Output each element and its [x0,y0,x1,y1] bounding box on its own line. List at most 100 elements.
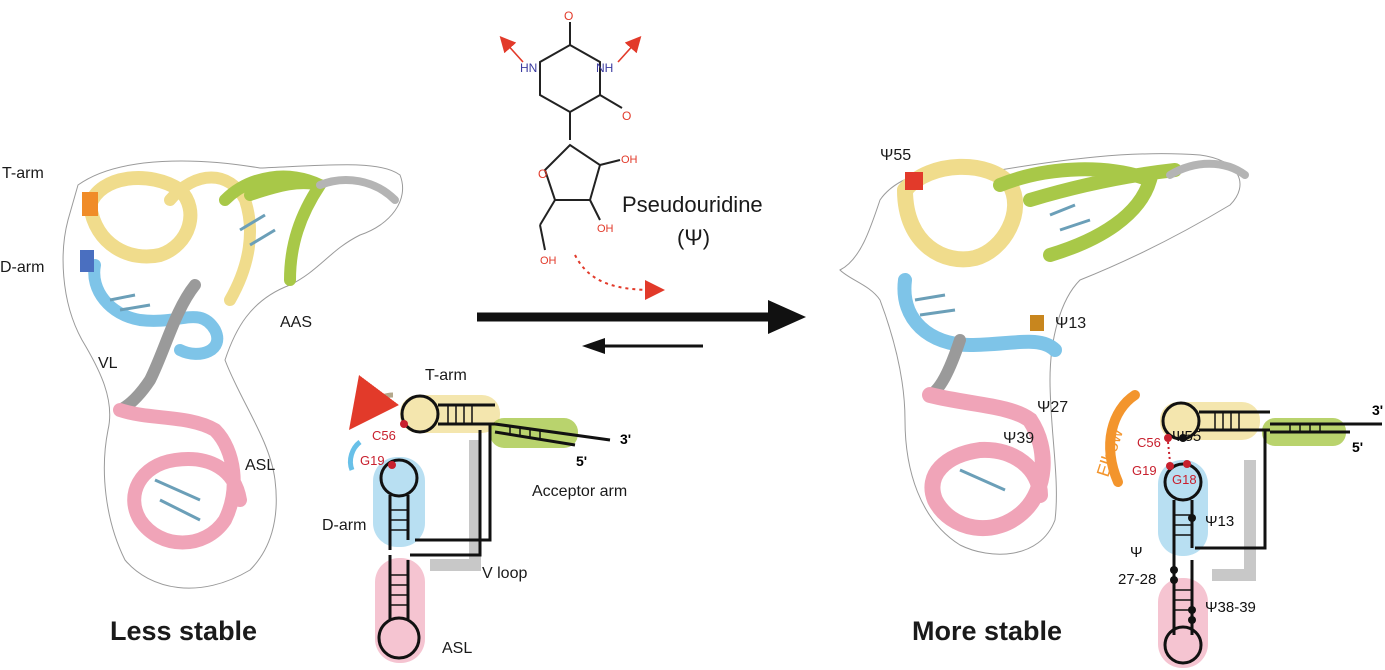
backbone-connector-left [415,424,492,542]
caption-less-stable: Less stable [110,616,257,646]
label-d-arm-left: D-arm [0,259,44,276]
schematic-label-psi38-39: Ψ38-39 [1205,599,1256,616]
highlight-orange-left [82,192,98,216]
schematic-label-5prime-right: 5' [1352,439,1363,455]
molecule-atom-labels: O HN NH O O OH OH OH [520,9,638,267]
atom-nh-left: HN [520,61,537,75]
schematic-label-acceptor-arm-left: Acceptor arm [532,483,627,500]
caption-more-stable: More stable [912,616,1062,646]
schematic-asl-bg-right [1158,578,1208,668]
schematic-rungs-left [390,405,541,606]
equilibrium-arrows [477,300,806,354]
schematic-label-elbow: Elbow [1093,425,1127,479]
label-psi27-structure: Ψ27 [1037,399,1068,416]
reverse-arrow-head [582,338,605,354]
c4-c5-bond [539,199,556,226]
dotted-red-arrow [574,254,665,300]
d-arm-ribbon-left [88,259,224,360]
schematic-d-arm-bg-right [1158,460,1208,556]
c5-o-bond [539,224,546,251]
schematic-label-3prime-right: 3' [1372,402,1383,418]
c56-g19-dotted-link [1167,441,1171,463]
schematic-label-asl-left: ASL [442,640,472,657]
psi13-dot-right [1188,514,1196,522]
nh-direction-arrows [499,36,642,63]
molecule-name: Pseudouridine [622,192,763,217]
trna-schematic-left: T-arm C56 G19 3' 5' Acceptor arm D-arm V… [322,367,631,663]
forward-arrow-head [768,300,806,334]
schematic-label-t-arm-left: T-arm [425,367,467,384]
carbonyl-right [599,94,623,109]
density-envelope-left [62,160,404,589]
schematic-label-5prime-left: 5' [576,453,587,469]
base-sticks-right [914,203,1091,492]
schematic-label-psi13-right: Ψ13 [1205,513,1234,530]
schematic-vloop-shadow-left [430,440,481,571]
d-arm-ribbon-right [897,273,1062,357]
asl-loop-circle-right [1163,625,1203,665]
label-aas-left: AAS [280,314,312,331]
trna-structure-left: T-arm D-arm AAS VL ASL Less stable [0,160,404,646]
atom-o-ring: O [538,167,547,181]
backbone-connector-right [1195,430,1267,550]
t-loop-circle-left [400,394,440,434]
label-psi55-structure: Ψ55 [880,147,911,164]
d-loop-circle-left [379,458,419,498]
variable-loop-ribbon-left [114,279,201,416]
asl-loop-circle-left [377,616,421,660]
arrow-nh-right [617,36,642,63]
label-psi13-structure: Ψ13 [1055,315,1086,332]
label-t-arm-left: T-arm [2,165,44,182]
elbow-arc [1105,390,1140,487]
acceptor-lines-left [494,422,611,447]
curved-arrow-tan-left [348,374,400,430]
schematic-label-3prime-left: 3' [620,431,631,447]
pseudouridine-molecule [539,22,623,251]
acceptor-tip-ribbon-right [1166,159,1249,179]
atom-oh-1: OH [621,154,638,166]
acceptor-stem-ribbon-right [993,162,1182,262]
atom-o-right: O [622,109,631,123]
psi13-highlight [1030,315,1044,331]
oh-bond-1 [599,159,621,166]
g18-dot-right [1183,460,1191,468]
schematic-label-psi-27-28-line2: 27-28 [1118,571,1156,588]
d-stem-right [1172,500,1194,560]
schematic-label-c56-right: C56 [1137,435,1161,450]
highlight-blue-left [80,250,94,272]
schematic-label-c56-left: C56 [372,428,396,443]
trna-structure-right: Ψ55 Ψ13 Ψ27 Ψ39 More stable [839,147,1249,646]
t-arm-ribbon-left-2 [164,171,256,306]
g19-dot-left [388,461,396,469]
c56-dot-right [1164,434,1172,442]
label-asl-left: ASL [245,457,275,474]
schematic-label-g18-right: G18 [1172,472,1197,487]
molecule-symbol: (Ψ) [677,225,710,250]
asl-ribbon-left [113,403,247,550]
atom-oh-3: OH [540,255,557,267]
schematic-label-g19-right: G19 [1132,463,1157,478]
trna-schematic-right: Elbow C56 Ψ55 G19 G18 3' 5' Ψ13 Ψ 27-28 … [1093,390,1383,668]
arrow-nh-left [499,36,524,63]
schematic-label-d-arm-left: D-arm [322,517,366,534]
schematic-d-arm-bg-left [373,457,425,547]
atom-nh-right: NH [596,61,613,75]
psi27-dot-right [1170,566,1178,574]
t-arm-ribbon-right [897,158,1023,268]
t-arm-ribbon-left [83,171,198,264]
psi55-highlight [905,172,923,190]
atom-oh-2: OH [597,223,614,235]
asl-ribbon-right [922,387,1051,537]
asl-stem-left [388,555,410,620]
schematic-label-psi-27-28-line1: Ψ [1130,544,1143,561]
acceptor-tip-ribbon-left [316,176,399,204]
label-vl-left: VL [98,355,118,372]
oh-bond-2 [589,199,601,221]
t-stem-right [1199,410,1270,432]
backbone-connector-left-2 [410,430,482,557]
psi38-dot-right [1188,606,1196,614]
atom-o-top: O [564,9,573,23]
curved-arrow-blue-left [347,440,362,471]
d-stem-left [388,495,410,550]
